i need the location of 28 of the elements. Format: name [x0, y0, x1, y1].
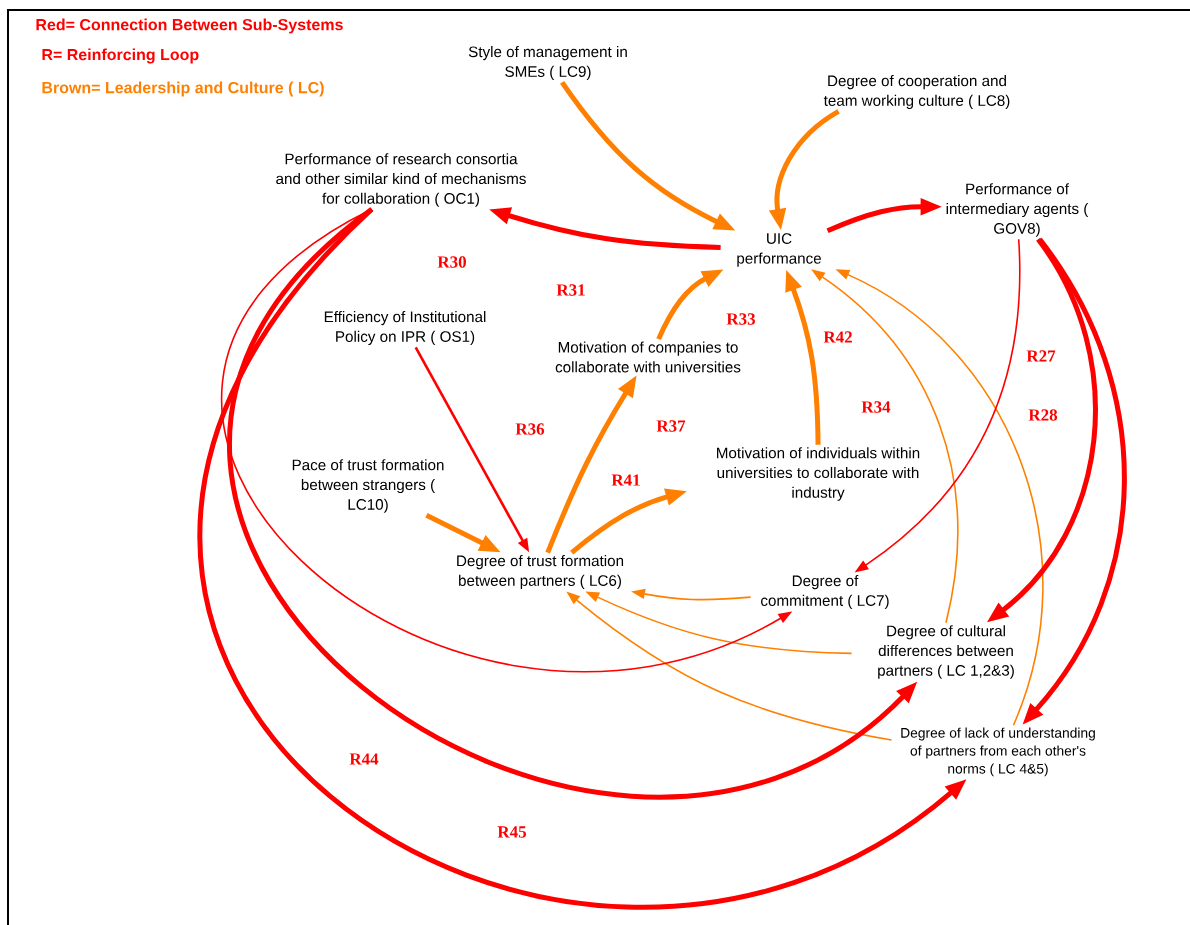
- variable-label: Degree of lack of understanding of partners from each other's norms ( LC 4&5): [901, 727, 1095, 777]
- loop-label: R30: [437, 256, 466, 268]
- loop-label: R42: [823, 331, 852, 343]
- legend-text: Brown= Leadership and Culture ( LC): [42, 81, 324, 97]
- variable-label: Motivation of companies to collaborate with universities: [555, 341, 741, 373]
- legend-text: R= Reinforcing Loop: [42, 48, 199, 64]
- loop-label: R33: [726, 313, 756, 325]
- loop-label: R31: [556, 284, 585, 296]
- variable-label: Degree of cultural differences between partners ( LC 1,2&3): [878, 625, 1014, 679]
- loop-label: R41: [611, 474, 640, 486]
- variable-label: Degree of cooperation and team working culture ( LC8): [823, 75, 1010, 109]
- legend-text: Red= Connection Between Sub-Systems: [36, 18, 343, 34]
- loop-label: R44: [349, 753, 379, 765]
- variable-label: Pace of trust formation between strangers ( LC10): [292, 459, 444, 513]
- variable-label: Degree of commitment ( LC7): [761, 575, 889, 609]
- loop-label: R27: [1026, 350, 1056, 362]
- variable-label: UIC performance: [737, 233, 821, 267]
- loop-label: R28: [1028, 409, 1058, 421]
- variable-label: Degree of trust formation between partners ( LC6): [457, 555, 624, 589]
- loop-label: R45: [497, 826, 526, 838]
- variable-label: Motivation of individuals within universities to collaborate with industry: [717, 447, 920, 501]
- variable-label: Style of management in SMEs ( LC9): [468, 46, 627, 80]
- loop-label: R34: [861, 401, 891, 413]
- variable-label: Efficiency of Institutional Policy on IPR ( OS1): [324, 311, 486, 345]
- variable-label: Performance of intermediary agents ( GOV8): [946, 183, 1089, 237]
- loop-label: R36: [515, 423, 545, 435]
- loop-label: R37: [656, 420, 686, 432]
- variable-label: Performance of research consortia and other similar kind of mechanisms for collaboration ( OC1): [276, 153, 526, 207]
